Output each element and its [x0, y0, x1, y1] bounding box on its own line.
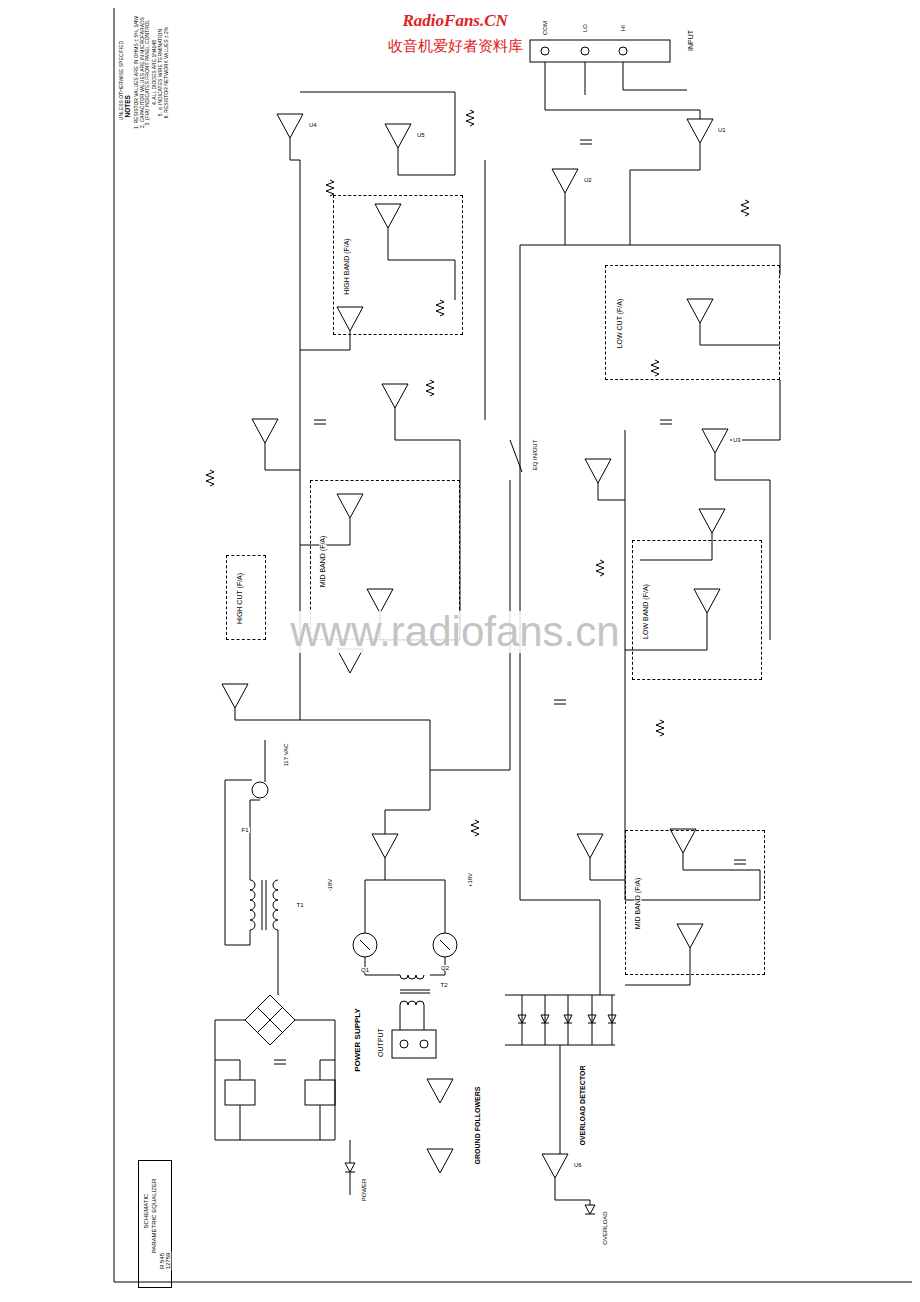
section-label: HIGH CUT (F/A): [236, 571, 243, 624]
part-name: U5: [416, 132, 426, 138]
power-cord: [265, 740, 266, 782]
section-label: LOW CUT (F/A): [616, 297, 623, 349]
band-section-box: LOW BAND (F/A): [632, 540, 762, 680]
part-name: U6: [573, 1162, 583, 1168]
bridge-rectifier: [245, 995, 295, 1045]
note-text: 3. (F/A) INDICATES FRONT PANEL CONTROL: [145, 18, 150, 126]
note-text: 4. ALL DIODES ARE 1N4148: [151, 39, 156, 106]
note-text: 5. ⊙ INDICATES WIRE TERMINATION: [158, 27, 163, 116]
connector-label: INPUT: [687, 29, 694, 52]
section-title: GROUND FOLLOWERS: [474, 1085, 481, 1165]
watermark-logo: RadioFans.CN: [402, 12, 509, 29]
pin-name: COM: [542, 20, 548, 36]
note-text: UNLESS OTHERWISE SPECIFIED: [119, 39, 124, 120]
section-label: SCHEMATIC: [143, 1193, 149, 1230]
wire: [545, 62, 700, 119]
notes-heading: NOTES: [125, 94, 132, 118]
band-section-box: HIGH BAND (F/A): [333, 195, 463, 335]
part-name: Q2: [440, 965, 450, 971]
section-label: MID BAND (F/A): [319, 534, 326, 588]
part-name: Q1: [360, 967, 370, 973]
input-connector: [530, 40, 670, 62]
section-label: 12759: [165, 1252, 171, 1271]
note-text: 6. RESISTOR NETWORK VALUES ± 2%: [164, 25, 169, 118]
section-label: MID BAND (F/A): [634, 876, 641, 930]
resistor-symbol: [206, 110, 749, 836]
wire: [505, 900, 615, 1205]
transformer-symbol: [400, 975, 430, 1030]
part-name: F1: [241, 827, 250, 833]
capacitor-symbol: [274, 140, 746, 1064]
wire: [235, 92, 460, 933]
indicator-label: POWER: [361, 1178, 367, 1203]
switch-label: EQ IN/OUT: [532, 439, 538, 472]
wire: [215, 780, 350, 1195]
title-block: SCHEMATICPARAMETRIC EQUALIZERR 54512759: [138, 1160, 172, 1288]
part-name: U3: [732, 437, 742, 443]
indicator-label: OVERLOAD: [601, 1210, 607, 1245]
note-text: 1. RESISTOR VALUES ARE IN OHMS ± 5%, 1/4…: [134, 14, 139, 129]
section-label: HIGH BAND (F/A): [343, 237, 350, 295]
supply-label: +18V: [467, 872, 473, 888]
part-name: U1: [717, 127, 727, 133]
watermark-url: www.radiofans.cn: [290, 611, 621, 653]
part-name: U4: [308, 122, 318, 128]
note-text: 2. CAPACITOR VALUES ARE IN MICROFARADS: [139, 16, 144, 129]
watermark-text: 收音机爱好者资料库: [387, 38, 524, 53]
wire: [114, 8, 912, 1282]
terminal: [400, 1040, 408, 1048]
pin-name: LO: [582, 23, 588, 33]
part-name: T2: [440, 982, 449, 988]
terminal: [420, 1040, 428, 1048]
output-connector: [392, 1030, 436, 1058]
part-name: T1: [296, 902, 305, 908]
section-label: PARAMETRIC EQUALIZER: [151, 1178, 157, 1255]
terminal: [581, 47, 589, 55]
wire: [360, 940, 450, 975]
diode-symbol: [518, 1015, 616, 1023]
band-section-box: HIGH CUT (F/A): [226, 555, 266, 640]
wire: [430, 143, 780, 985]
section-title: POWER SUPPLY: [354, 1007, 362, 1073]
pin-name: HI: [620, 24, 626, 32]
op-amp-symbols: [222, 114, 728, 1178]
part-name: U2: [583, 177, 593, 183]
terminal: [619, 47, 627, 55]
transformer-symbol: [250, 880, 278, 930]
section-title: OVERLOAD DETECTOR: [579, 1064, 586, 1146]
terminal: [541, 47, 549, 55]
power-switch: [252, 782, 268, 798]
band-section-box: MID BAND (F/A): [625, 830, 765, 975]
section-label: LOW BAND (F/A): [641, 583, 648, 640]
led-symbol: [345, 1163, 595, 1214]
section-label: R 545: [159, 1252, 165, 1270]
mains-label: 117 VAC: [282, 742, 288, 767]
connector-label: OUTPUT: [376, 1027, 383, 1058]
regulator: [225, 1080, 255, 1105]
band-section-box: LOW CUT (F/A): [605, 265, 780, 380]
bridge-diodes: [257, 1007, 283, 1033]
regulator: [305, 1080, 335, 1105]
supply-label: -18V: [327, 878, 333, 893]
